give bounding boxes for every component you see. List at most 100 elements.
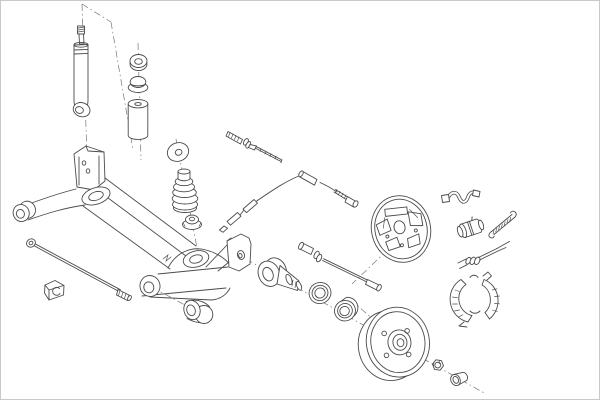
spindle-step <box>285 273 293 286</box>
parking-brake-cable: Parking brake cable <box>219 170 359 233</box>
shock-eye <box>72 102 91 118</box>
left-spring-seat <box>81 186 111 206</box>
linkage-rod: Linkage rod <box>26 238 132 301</box>
adjuster-fork <box>457 258 468 269</box>
barrel-end <box>352 200 359 208</box>
drum-rim <box>370 311 426 374</box>
beam-fold-line <box>95 188 187 257</box>
right-arm-bushing-eye <box>139 275 161 297</box>
beam-top-edge <box>104 177 197 247</box>
plate-stamping <box>385 236 401 252</box>
spring-coils <box>335 189 347 199</box>
adjuster-end-fork <box>496 241 510 252</box>
plate-hole <box>413 228 418 233</box>
bearing-bore <box>339 305 350 317</box>
adjuster-shaft <box>255 146 283 162</box>
piston-boot <box>456 225 464 238</box>
wheel-bolt-hole <box>404 328 410 334</box>
cylinder-band <box>467 220 475 236</box>
left-arm-top-edge <box>28 188 77 205</box>
bolt-end <box>376 284 382 292</box>
rear-axle-beam: Rear axle beam with trailing arms <box>12 145 252 301</box>
right-arm-flange <box>149 287 231 301</box>
hose-fitting <box>441 194 450 203</box>
body-rings <box>73 48 89 55</box>
adjuster-grip <box>225 131 243 145</box>
hub-ring <box>392 333 408 351</box>
spring-coils <box>492 216 512 235</box>
plate-stamping <box>375 218 392 236</box>
grip-knurl <box>228 132 240 142</box>
cable-adjuster-rod: Handbrake cable adjuster rod <box>225 131 283 164</box>
left-arm-bushing-eye <box>12 200 36 223</box>
cable-barrel <box>242 199 258 214</box>
nut-facets <box>182 222 202 227</box>
shaft-tip <box>280 159 282 164</box>
shoe-return-spring: Shoe return spring <box>488 210 517 239</box>
mounting-wedge: Mounting wedge <box>44 280 65 301</box>
brake-shoe-set: Brake shoe set <box>449 271 500 328</box>
bushing-bore <box>186 304 196 317</box>
axle-beam-bushing: Axle beam bushing <box>183 299 214 324</box>
wheel-bolt-hole <box>405 351 412 358</box>
cable-run-left <box>255 173 305 202</box>
shoe-bottom-spring <box>469 310 481 314</box>
brake-drum: Brake drum <box>357 306 430 381</box>
wedge-notch <box>52 286 61 296</box>
cable-end-tip <box>219 225 228 233</box>
nut-bore <box>434 361 442 369</box>
brake-hose: Brake hose <box>441 189 481 204</box>
bracket-ribs <box>78 145 105 186</box>
rod-tip <box>127 295 132 301</box>
handbrake-lever <box>482 271 492 281</box>
mount-lock-nut: Mount lock nut <box>182 214 202 230</box>
plate-stamping <box>384 206 409 217</box>
wheel-bolt-hole <box>381 330 387 337</box>
hub-bolt: Hub bolt <box>298 241 382 292</box>
plate-hole <box>400 243 404 248</box>
right-bracket-struts <box>205 237 232 272</box>
plate-center-hole <box>393 220 406 235</box>
grease-cap: Grease cap <box>450 371 468 387</box>
nut-facets <box>433 360 440 366</box>
hub-bore <box>396 338 405 348</box>
plate-ribs <box>382 209 419 229</box>
shoe-lining-hatch <box>492 288 500 312</box>
wheel-bearing: Wheel bearing <box>334 296 359 322</box>
shoe-lining-hatch <box>452 289 464 318</box>
spring-hook <box>488 231 495 239</box>
wheel-bolt-hole <box>383 352 390 359</box>
shaft-seal: Shaft seal <box>308 281 332 305</box>
shoe-tab <box>458 321 468 328</box>
bellows-top <box>177 168 191 175</box>
bushing-rim <box>130 83 146 87</box>
tube-end <box>298 170 304 178</box>
adjuster-rod <box>478 248 499 261</box>
wheel-brake-cylinder: Wheel brake cylinder <box>456 216 485 238</box>
spindle-splines <box>291 279 297 289</box>
adjuster-cone <box>248 144 257 151</box>
right-arm-hump <box>167 248 233 269</box>
right-spring-seat <box>182 250 210 268</box>
plate-stamping <box>407 233 421 249</box>
mount-spacer-sleeve: Mount spacer sleeve <box>127 99 149 140</box>
piston-boot <box>478 219 485 231</box>
left-arm-bottom-edge <box>27 204 86 221</box>
spring-coil-body <box>491 214 515 235</box>
spring-seat-washer: Spring seat washer <box>166 142 190 162</box>
bleeder-screw <box>471 216 473 222</box>
axis-connector-line <box>81 3 112 23</box>
rod-threads <box>118 290 127 299</box>
upper-mount-bushing: Upper mount bushing <box>127 76 149 93</box>
rod-shaft <box>34 243 121 292</box>
plate-hole <box>385 234 390 239</box>
upper-mount-washer: Upper mount washer <box>129 54 148 71</box>
brake-shoe-right <box>481 279 499 320</box>
spindle-end <box>295 281 303 291</box>
right-bracket-hole <box>236 250 246 260</box>
bracket-hole <box>85 168 91 174</box>
hose-fitting <box>472 189 481 198</box>
cable-barrel <box>226 212 242 226</box>
plate-stamping <box>407 211 424 227</box>
